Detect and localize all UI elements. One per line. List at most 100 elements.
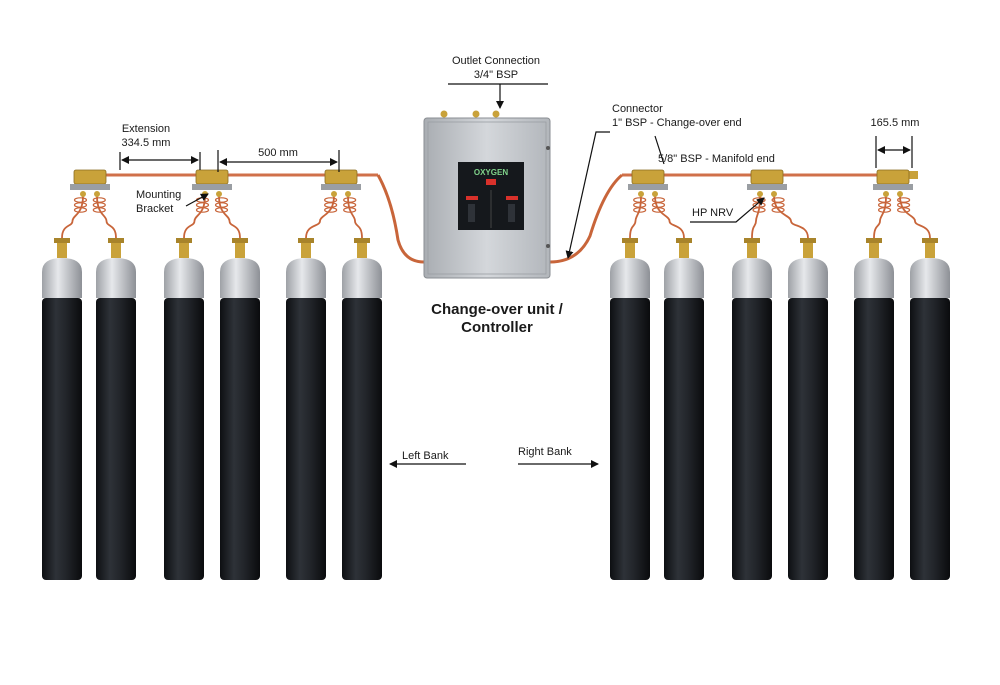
cylinder-valve-cap	[354, 238, 370, 243]
cylinder-body	[788, 298, 828, 580]
manifold-block	[628, 169, 668, 197]
right-bank-label: Right Bank	[518, 446, 572, 458]
cylinder-body	[42, 298, 82, 580]
pigtail-coil	[214, 197, 229, 203]
gas-cylinder	[854, 238, 894, 580]
gas-cylinder	[96, 238, 136, 580]
gas-cylinder	[42, 238, 82, 580]
top-fitting	[440, 110, 448, 118]
pigtail-coil	[92, 197, 106, 203]
pigtail-coil	[214, 202, 229, 208]
cylinder-valve-cap	[176, 238, 192, 243]
panel-brand: OXYGEN	[474, 168, 508, 177]
gas-cylinder	[164, 238, 204, 580]
cylinder-valve	[301, 242, 311, 258]
right-extension-end	[906, 171, 918, 179]
gas-cylinder	[220, 238, 260, 580]
cylinder-shoulder	[342, 258, 382, 298]
pigtail-coil	[214, 207, 229, 213]
nrv-fitting	[883, 191, 889, 197]
right-connector-hose	[549, 173, 623, 264]
cylinder-valve-cap	[622, 238, 638, 243]
manifold-block-body	[73, 169, 107, 185]
cylinder-shoulder	[96, 258, 136, 298]
cylinders	[42, 238, 950, 580]
cylinder-body	[164, 298, 204, 580]
cylinder-valve-cap	[922, 238, 938, 243]
pigtail-coil	[324, 202, 338, 208]
manifold-block-body	[631, 169, 665, 185]
cylinder-valve	[925, 242, 935, 258]
mounting-bracket	[628, 184, 668, 190]
manifold-block	[321, 169, 361, 197]
pigtail-coil	[73, 202, 88, 208]
controller-label-line2: Controller	[461, 319, 533, 336]
pigtail-coil	[877, 197, 892, 203]
manifold-block-body	[750, 169, 784, 185]
hp-nrv-arrow	[690, 197, 765, 223]
manifold-block	[70, 169, 110, 197]
cylinder-valve-cap	[800, 238, 816, 243]
cylinder-body	[854, 298, 894, 580]
panel-status-light	[486, 179, 496, 185]
cylinder-body	[286, 298, 326, 580]
hp-nrv-label: HP NRV	[692, 207, 734, 219]
cylinder-body	[220, 298, 260, 580]
pigtail-coil	[92, 202, 106, 208]
cylinder-valve-cap	[108, 238, 124, 243]
pigtail-coil	[633, 197, 647, 203]
connector-manifold-label: 5/8" BSP - Manifold end	[658, 153, 775, 165]
pigtail-coil	[651, 197, 666, 203]
gas-cylinder	[342, 238, 382, 580]
cylinder-shoulder	[220, 258, 260, 298]
nrv-fitting	[652, 191, 658, 197]
cylinder-body	[732, 298, 772, 580]
manifold-block	[873, 169, 913, 197]
pigtail-coil	[752, 207, 766, 213]
pigtail-coil	[73, 197, 88, 203]
pigtail-coil	[324, 207, 338, 213]
cylinder-valve	[57, 242, 67, 258]
cylinder-shoulder	[610, 258, 650, 298]
mounting-label: Mounting	[136, 189, 181, 201]
cylinder-body	[342, 298, 382, 580]
manifold-block-body	[195, 169, 229, 185]
cylinder-valve	[747, 242, 757, 258]
cylinder-body	[610, 298, 650, 580]
right-gauge	[508, 204, 515, 222]
cylinder-shoulder	[42, 258, 82, 298]
extension-label: Extension	[122, 123, 170, 135]
gas-cylinder	[664, 238, 704, 580]
spacing-165-label: 165.5 mm	[871, 117, 920, 129]
nrv-fitting	[216, 191, 222, 197]
right-bank-indicator	[506, 196, 518, 200]
left-gauge	[468, 204, 475, 222]
manifold-block-body	[876, 169, 910, 185]
gas-cylinder	[732, 238, 772, 580]
cylinder-valve	[235, 242, 245, 258]
mounting-bracket	[70, 184, 110, 190]
manifold-block	[747, 169, 787, 197]
gas-cylinder	[910, 238, 950, 580]
cylinder-valve-cap	[744, 238, 760, 243]
cylinder-shoulder	[788, 258, 828, 298]
connector-manifold-leader	[654, 135, 665, 165]
pigtail-coil	[343, 207, 357, 213]
nrv-fitting	[757, 191, 763, 197]
top-fitting	[492, 110, 500, 118]
connector-label: Connector	[612, 103, 663, 115]
outlet-connection-label: Outlet Connection	[452, 55, 540, 67]
cylinder-valve-cap	[232, 238, 248, 243]
pigtail-coil	[651, 207, 666, 213]
pigtail-hoses	[61, 195, 931, 239]
nrv-fitting	[331, 191, 337, 197]
outlet-size-label: 3/4" BSP	[474, 69, 518, 81]
nrv-fitting	[897, 191, 903, 197]
cylinder-valve-cap	[54, 238, 70, 243]
gas-cylinder	[286, 238, 326, 580]
connector-changeover-arrow	[565, 131, 610, 259]
changeover-cabinet: OXYGEN	[423, 110, 551, 279]
cylinder-valve-cap	[866, 238, 882, 243]
cylinder-valve	[179, 242, 189, 258]
pigtail-coil	[877, 207, 892, 213]
